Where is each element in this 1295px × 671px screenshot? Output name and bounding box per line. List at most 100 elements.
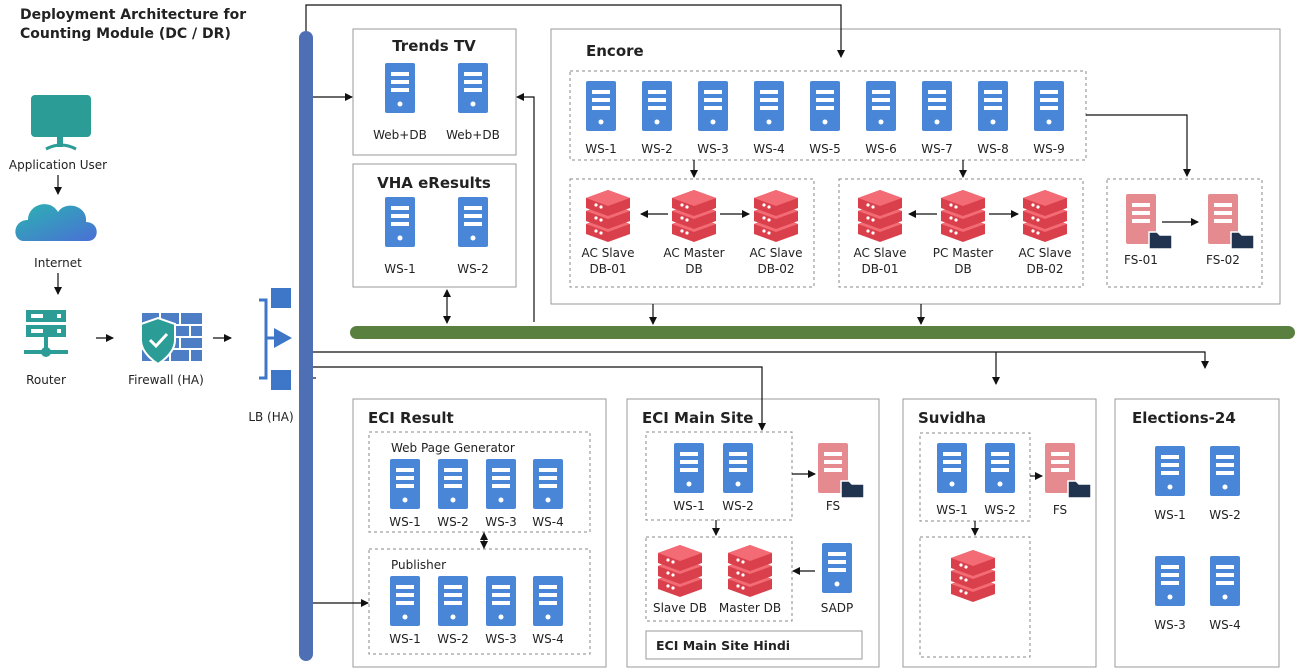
server-icon — [674, 443, 704, 493]
file-server-icon — [1126, 194, 1173, 250]
load-balancer-icon — [259, 288, 292, 390]
wpg-server-label: WS-2 — [437, 515, 468, 529]
trends-tv-title: Trends TV — [392, 37, 476, 55]
file-server-icon — [818, 443, 865, 499]
eci-main-title: ECI Main Site — [642, 409, 753, 427]
publisher-server-label: WS-4 — [532, 632, 563, 646]
server-icon — [642, 81, 672, 131]
firewall-label: Firewall (HA) — [128, 373, 204, 387]
vha-server-label: WS-1 — [384, 262, 415, 276]
database-icon — [728, 545, 772, 597]
encore-server-label: WS-8 — [977, 142, 1008, 156]
web-page-generator-title: Web Page Generator — [391, 441, 515, 455]
database-icon — [858, 190, 902, 242]
publisher-server-label: WS-3 — [485, 632, 516, 646]
vha-title: VHA eResults — [377, 174, 491, 192]
monitor-icon — [31, 95, 91, 151]
database-icon — [1023, 190, 1067, 242]
publisher-group — [368, 548, 591, 655]
encore-ac-db-label: AC Master — [663, 246, 724, 260]
suvidha-server-label: WS-1 — [936, 503, 967, 517]
suvidha-server-label: WS-2 — [984, 503, 1015, 517]
elections-server-label: WS-2 — [1209, 508, 1240, 522]
server-icon — [390, 576, 420, 626]
database-icon — [672, 190, 716, 242]
encore-pc-db-label: DB — [954, 262, 971, 276]
eci-main-server-label: WS-1 — [673, 499, 704, 513]
elections-server-label: WS-4 — [1209, 618, 1240, 632]
server-icon — [810, 81, 840, 131]
internet-label: Internet — [34, 256, 82, 270]
encore-server-label: WS-9 — [1033, 142, 1064, 156]
sadp-label: SADP — [821, 601, 854, 615]
server-icon — [486, 576, 516, 626]
server-icon — [1155, 556, 1185, 606]
eci-main-server-label: WS-2 — [722, 499, 753, 513]
database-icon — [941, 190, 985, 242]
database-icon — [658, 545, 702, 597]
eci-main-hindi-label: ECI Main Site Hindi — [656, 638, 790, 653]
encore-ac-db-label: AC Slave — [582, 246, 635, 260]
encore-pc-db-label: PC Master — [933, 246, 993, 260]
encore-server-label: WS-5 — [809, 142, 840, 156]
encore-server-label: WS-3 — [697, 142, 728, 156]
cloud-icon — [15, 204, 97, 241]
server-icon — [723, 443, 753, 493]
suvidha-box — [902, 398, 1097, 668]
eci-main-ws-group — [645, 431, 793, 521]
elections-server-label: WS-3 — [1154, 618, 1185, 632]
server-icon — [1034, 81, 1064, 131]
eci-main-box — [626, 398, 880, 668]
encore-fs-label: FS-02 — [1206, 253, 1240, 267]
encore-box — [550, 28, 1281, 305]
encore-ac-db-label: AC Slave — [750, 246, 803, 260]
wpg-server-label: WS-3 — [485, 515, 516, 529]
server-icon — [1210, 556, 1240, 606]
router-icon — [24, 310, 68, 357]
web-page-generator-group — [368, 431, 591, 533]
file-server-icon — [1045, 443, 1092, 499]
encore-pc-db-group — [838, 178, 1084, 288]
server-icon — [1155, 446, 1185, 496]
server-icon — [533, 459, 563, 509]
elections-server-label: WS-1 — [1154, 508, 1185, 522]
eci-main-hindi-box — [645, 630, 863, 660]
trends-tv-box — [352, 28, 517, 156]
eci-main-db-label: Slave DB — [653, 601, 707, 615]
encore-pc-db-label: AC Slave — [1019, 246, 1072, 260]
suvidha-db-group — [919, 536, 1031, 658]
router-label: Router — [26, 373, 66, 387]
vha-box — [352, 163, 517, 288]
application-user-label: Application User — [9, 158, 107, 172]
server-icon — [458, 63, 488, 113]
publisher-server-label: WS-2 — [437, 632, 468, 646]
server-icon — [533, 576, 563, 626]
network-bus — [350, 326, 1295, 339]
server-icon — [978, 81, 1008, 131]
diagram-title-line1: Deployment Architecture for — [20, 7, 246, 23]
encore-fs-label: FS-01 — [1124, 253, 1158, 267]
encore-ac-db-label: DB-02 — [757, 262, 794, 276]
trends-server-label: Web+DB — [446, 128, 500, 142]
encore-pc-db-label: DB-01 — [861, 262, 898, 276]
trends-server-label: Web+DB — [373, 128, 427, 142]
server-icon — [937, 443, 967, 493]
vha-server-label: WS-2 — [457, 262, 488, 276]
encore-server-label: WS-7 — [921, 142, 952, 156]
server-icon — [385, 63, 415, 113]
server-icon — [1210, 446, 1240, 496]
server-icon — [822, 543, 852, 593]
eci-main-fs-label: FS — [826, 499, 840, 513]
database-icon — [586, 190, 630, 242]
server-icon — [438, 459, 468, 509]
server-icon — [390, 459, 420, 509]
eci-main-db-group — [645, 536, 793, 622]
database-icon — [951, 550, 995, 602]
encore-ac-db-label: DB-01 — [589, 262, 626, 276]
file-server-icon — [1208, 194, 1255, 250]
server-icon — [754, 81, 784, 131]
suvidha-fs-label: FS — [1053, 503, 1067, 517]
